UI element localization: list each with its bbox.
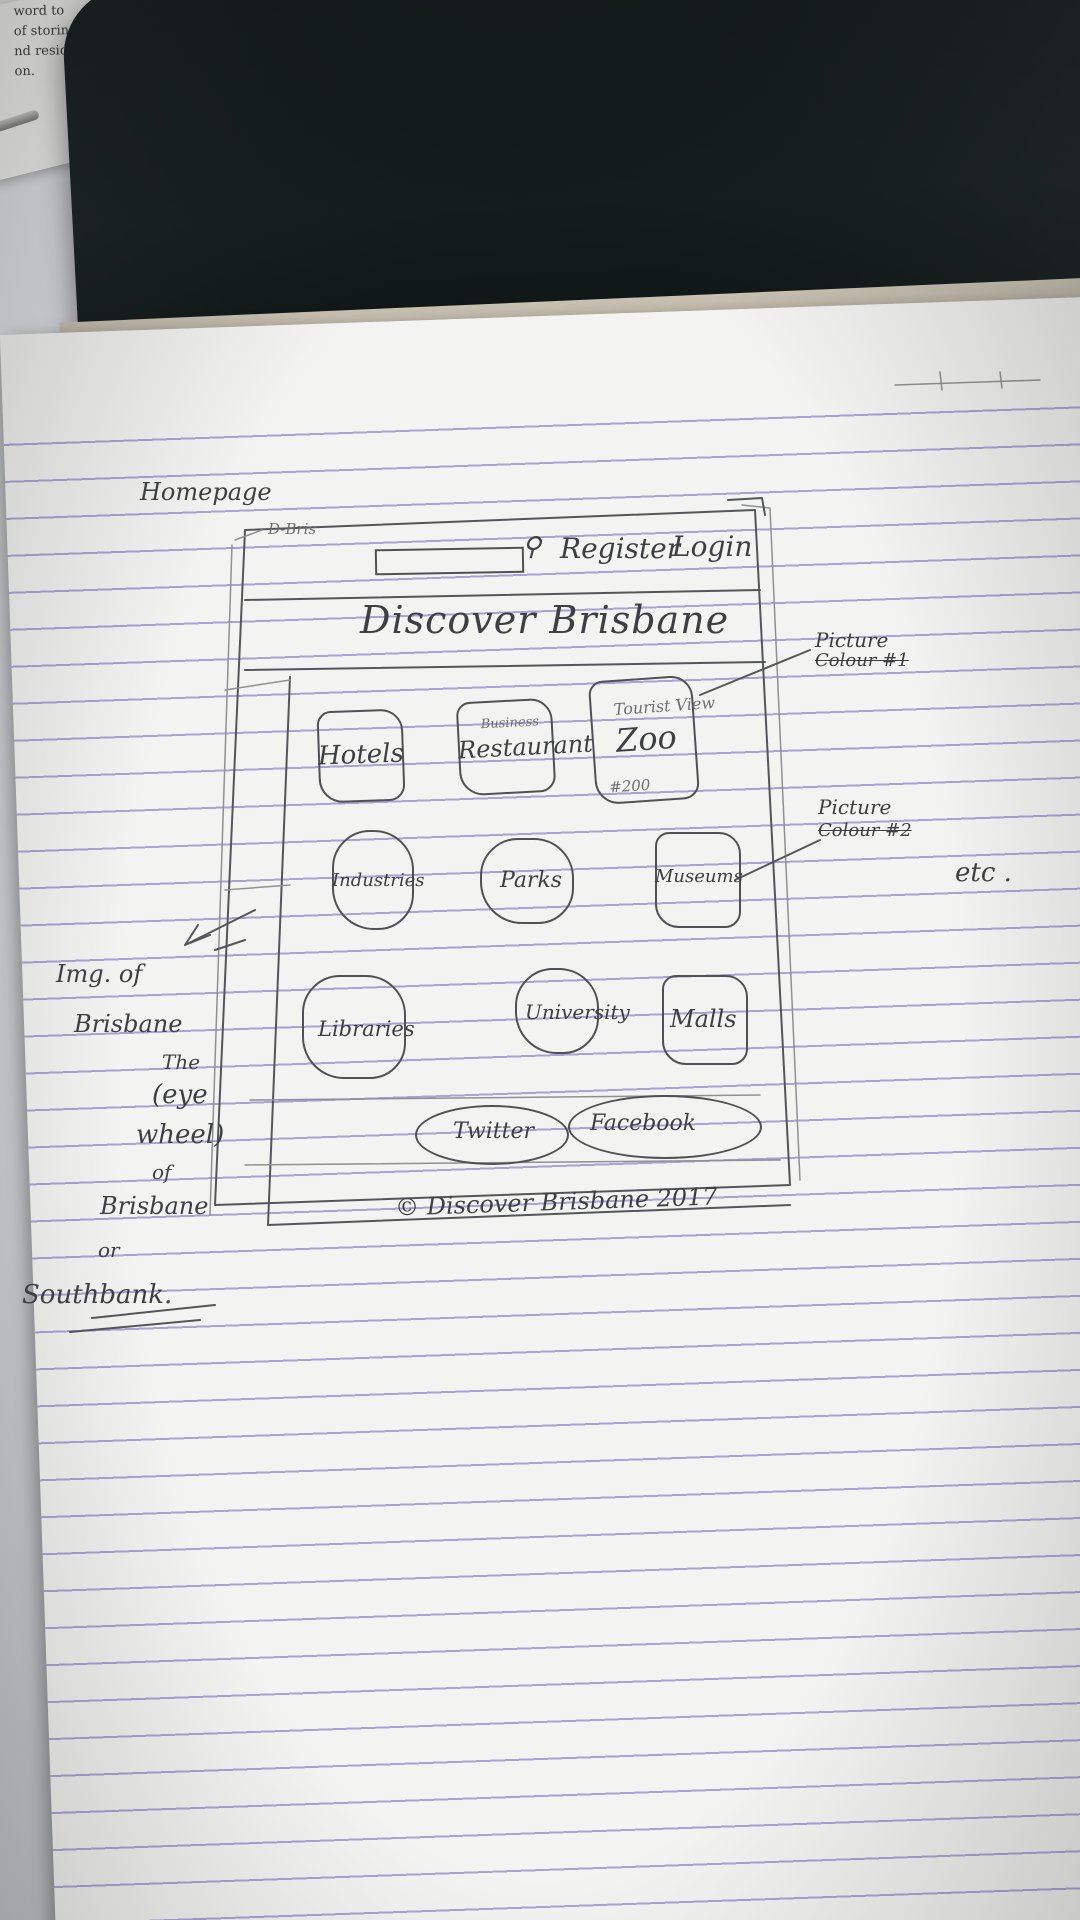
tile-malls-label: Malls	[670, 1005, 737, 1033]
tile-hotels[interactable]: Hotels	[316, 708, 406, 804]
side-note-line: Img. of	[56, 960, 143, 988]
tile-libraries[interactable]: Libraries	[302, 975, 415, 1079]
search-icon: ⚲	[522, 532, 542, 562]
picture-note-2: Picture	[818, 795, 892, 819]
tile-libraries-label: Libraries	[318, 1017, 415, 1041]
page-title: Discover Brisbane	[360, 598, 730, 642]
facebook-label: Facebook	[590, 1111, 697, 1136]
register-link[interactable]: Register	[560, 532, 681, 565]
tile-zoo-label: Zoo	[614, 717, 678, 760]
tile-parks-label: Parks	[500, 868, 563, 893]
side-note-line: or	[98, 1238, 120, 1262]
tile-university-label: University	[525, 1000, 630, 1024]
tile-parks[interactable]: Parks	[480, 838, 574, 924]
homepage-label: Homepage	[140, 478, 272, 506]
search-box-sketch[interactable]	[374, 546, 525, 576]
tile-industries-label: Industries	[332, 870, 425, 891]
tile-industries[interactable]: Industries	[332, 830, 425, 930]
side-note-line: wheel)	[136, 1120, 225, 1150]
picture-note-1-colour: Colour #1	[815, 650, 909, 671]
tile-restaurant-extra: Business	[480, 714, 540, 733]
tab-scribble: D-Bris	[268, 520, 317, 538]
tile-zoo-note: #200	[608, 775, 651, 797]
twitter-label: Twitter	[453, 1119, 534, 1144]
tile-museums-label: Museums	[655, 866, 743, 887]
etc-note: etc .	[955, 858, 1012, 888]
picture-note-1: Picture	[815, 628, 889, 652]
tile-malls[interactable]: Malls	[662, 975, 748, 1065]
side-note-line: Brisbane	[100, 1192, 209, 1220]
tile-restaurant[interactable]: Business Restaurant	[455, 697, 594, 797]
twitter-button[interactable]: Twitter	[415, 1105, 569, 1165]
tile-university[interactable]: University	[515, 968, 630, 1054]
side-note-line: (eye	[152, 1080, 208, 1110]
side-note-line: of	[152, 1160, 172, 1184]
facebook-button[interactable]: Facebook	[568, 1095, 762, 1159]
tile-zoo[interactable]: Tourist View Zoo #200	[587, 674, 716, 806]
tile-hotels-label: Hotels	[317, 738, 405, 772]
login-link[interactable]: Login	[672, 530, 753, 563]
tile-museums[interactable]: Museums	[655, 832, 743, 928]
side-note-line: Brisbane	[74, 1010, 183, 1038]
side-note-line: The	[162, 1050, 201, 1074]
picture-note-2-colour: Colour #2	[818, 820, 912, 841]
side-note-line: Southbank.	[22, 1280, 173, 1310]
